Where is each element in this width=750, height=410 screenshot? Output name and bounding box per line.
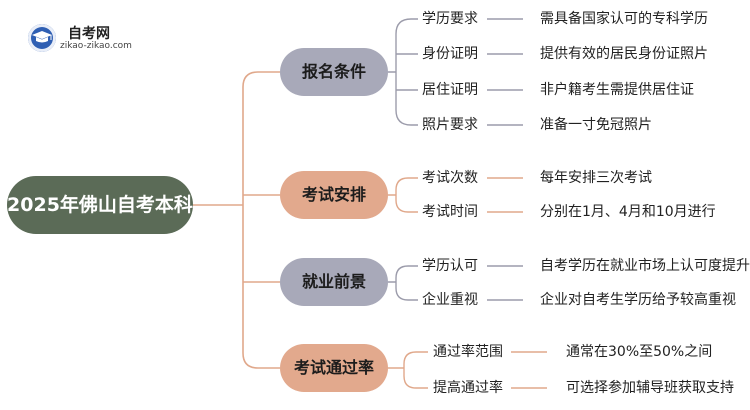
branch-node-employment: 就业前景 [280, 258, 388, 306]
leaf-label: 学历认可 [422, 258, 478, 274]
logo-title: 自考网 [68, 26, 110, 42]
leaf-description: 每年安排三次考试 [540, 170, 652, 186]
leaf-label: 考试次数 [422, 170, 478, 186]
leaf-description: 提供有效的居民身份证照片 [540, 46, 708, 62]
item-connector [388, 177, 418, 213]
leaf-label: 考试时间 [422, 204, 478, 220]
leaf-label: 照片要求 [422, 117, 478, 133]
site-logo[interactable]: 自考网 zikao-zikao.com [22, 20, 142, 54]
leaf-description: 需具备国家认可的专科学历 [540, 11, 708, 27]
branch-node-pass-rate: 考试通过率 [280, 344, 388, 392]
leaf-description: 分别在1月、4月和10月进行 [540, 204, 716, 220]
graduation-cap-icon [32, 31, 52, 43]
desc-connector [487, 177, 523, 213]
desc-connector [487, 18, 523, 126]
desc-connector [487, 265, 523, 301]
root-node: 2025年佛山自考本科 [7, 176, 193, 234]
item-connector [388, 265, 418, 301]
leaf-label: 学历要求 [422, 11, 478, 27]
logo-subtitle: zikao-zikao.com [60, 41, 132, 51]
leaf-description: 可选择参加辅导班获取支持 [566, 380, 734, 396]
leaf-label: 居住证明 [422, 82, 478, 98]
item-connector [388, 351, 428, 389]
leaf-description: 非户籍考生需提供居住证 [540, 82, 694, 98]
branch-node-exam-schedule: 考试安排 [280, 171, 388, 219]
leaf-description: 通常在30%至50%之间 [566, 344, 713, 360]
leaf-label: 提高通过率 [433, 380, 503, 396]
leaf-description: 准备一寸免冠照片 [540, 117, 652, 133]
leaf-description: 自考学历在就业市场上认可度提升 [540, 258, 750, 274]
leaf-description: 企业对自考生学历给予较高重视 [540, 292, 736, 308]
leaf-label: 企业重视 [422, 292, 478, 308]
item-connector [388, 18, 418, 126]
branch-node-registration: 报名条件 [280, 48, 388, 96]
leaf-label: 身份证明 [422, 46, 478, 62]
trunk-connector [242, 71, 280, 369]
leaf-label: 通过率范围 [433, 344, 503, 360]
desc-connector [511, 351, 547, 389]
